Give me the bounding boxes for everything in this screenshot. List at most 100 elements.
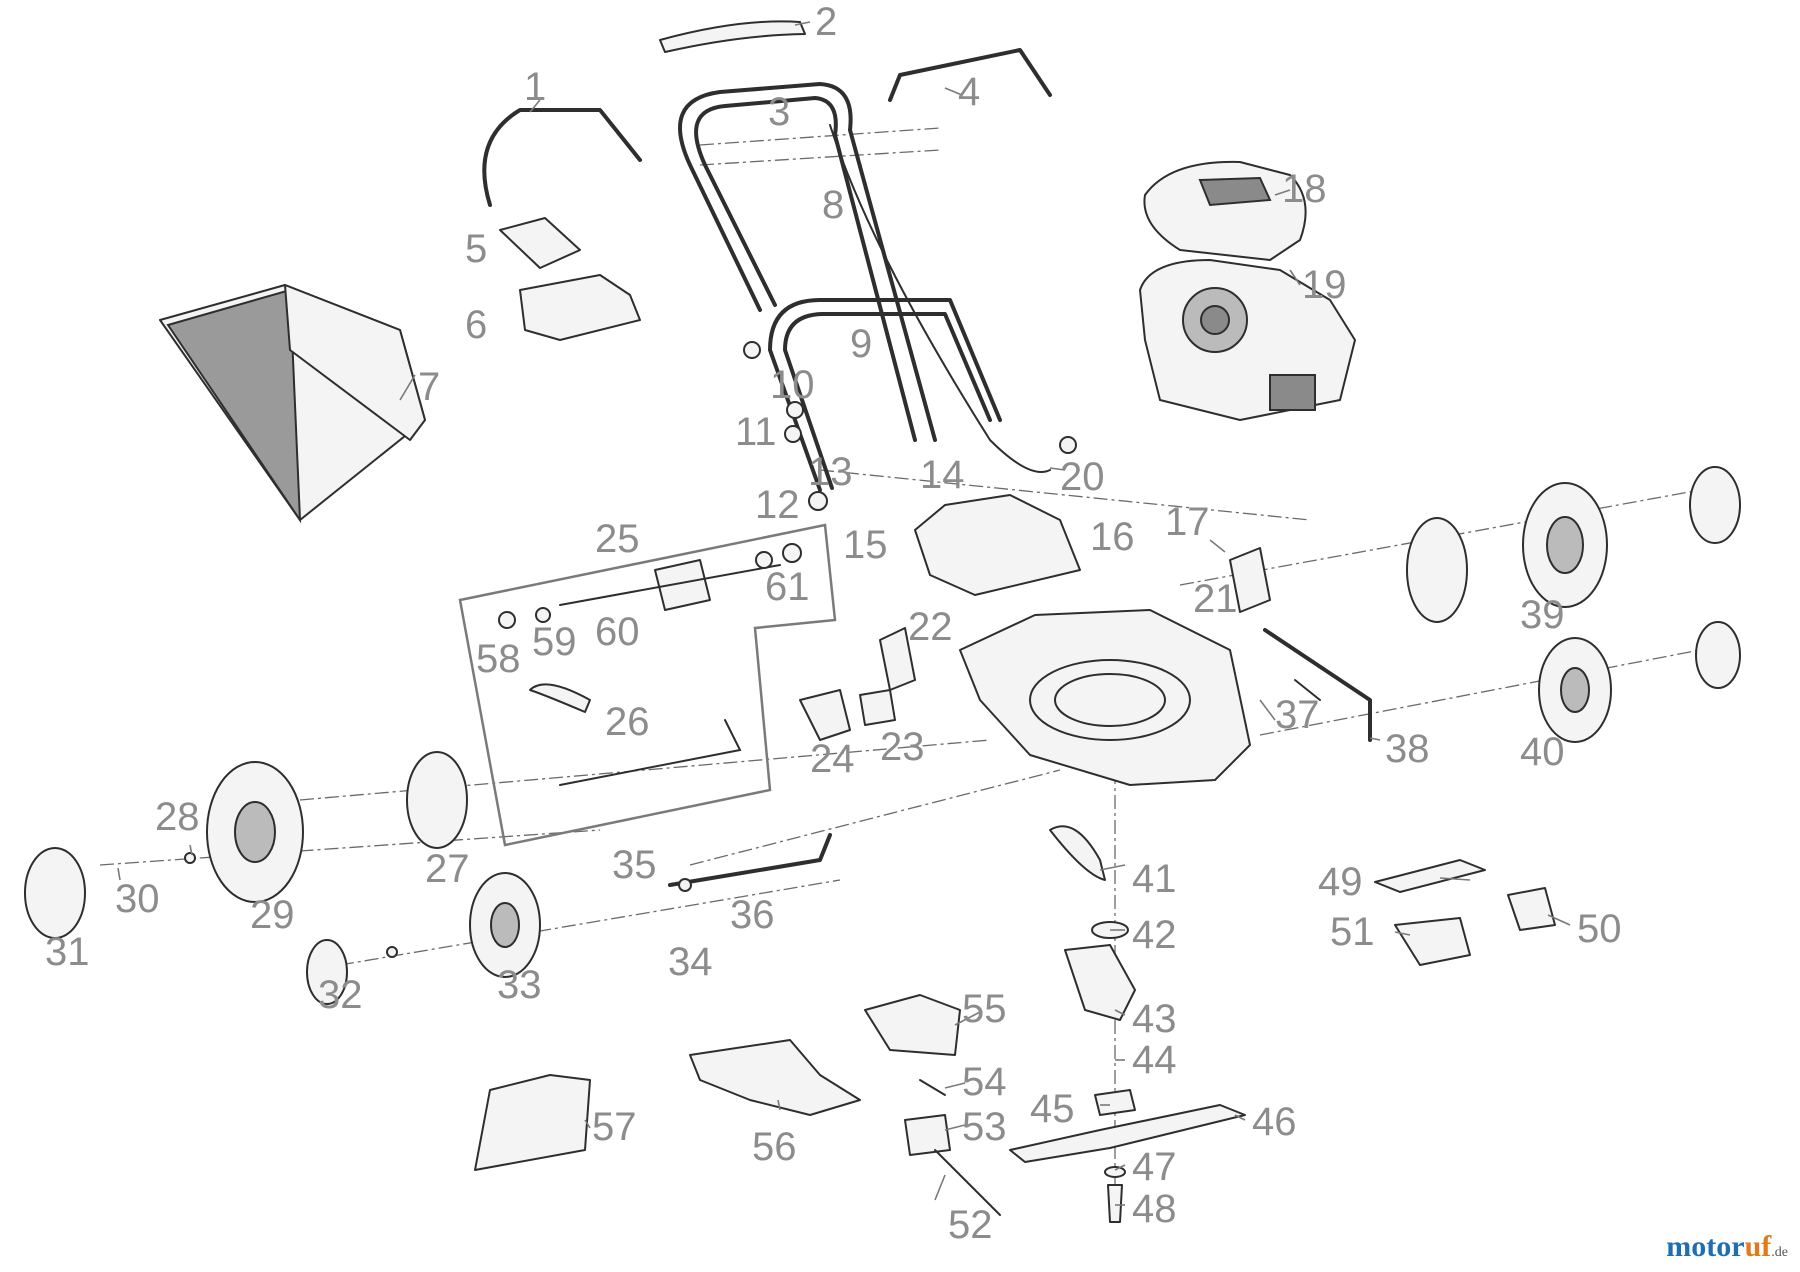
- callout-52: 52: [948, 1203, 993, 1247]
- part-3-handle-bar: [678, 82, 937, 442]
- callout-18: 18: [1282, 167, 1327, 211]
- part-38-axle-lever: [1263, 628, 1372, 742]
- part-26-drive-lever: [529, 683, 591, 713]
- callout-28: 28: [155, 795, 200, 839]
- callout-42: 42: [1132, 913, 1177, 957]
- callout-13: 13: [808, 450, 853, 494]
- callout-41: 41: [1132, 857, 1177, 901]
- part-1-upper-handle: [482, 108, 642, 207]
- callout-15: 15: [843, 523, 888, 567]
- part-8-cable: [829, 124, 1051, 473]
- part-15-rear-flap: [914, 494, 1081, 596]
- callout-19: 19: [1302, 263, 1347, 307]
- mower-deck: [959, 609, 1251, 786]
- callout-9: 9: [850, 322, 872, 366]
- part-48-bolt: [1107, 1184, 1123, 1223]
- part-6-switch-box: [519, 274, 641, 341]
- part-19-engine: [1139, 259, 1356, 421]
- part-60-shaft: [559, 564, 781, 606]
- part-lower-handle-inner: [783, 312, 992, 490]
- callout-61: 61: [765, 565, 810, 609]
- hardware: [184, 341, 1077, 958]
- part-57-chute-insert: [474, 1074, 591, 1171]
- callout-10: 10: [770, 363, 815, 407]
- callout-11: 11: [735, 410, 777, 454]
- callout-60: 60: [595, 610, 640, 654]
- callout-6: 6: [465, 303, 487, 347]
- callout-43: 43: [1132, 997, 1177, 1041]
- part-52-rod: [934, 1149, 1001, 1216]
- brand-name-a: motor: [1666, 1230, 1745, 1263]
- callout-23: 23: [880, 725, 925, 769]
- callout-8: 8: [822, 183, 844, 227]
- callout-44: 44: [1132, 1038, 1177, 1082]
- callout-14: 14: [920, 453, 965, 497]
- callout-58: 58: [476, 637, 521, 681]
- callout-45: 45: [1030, 1087, 1075, 1131]
- callout-27: 27: [425, 847, 470, 891]
- part-36-front-axle: [668, 833, 832, 887]
- part-45-adapter: [1094, 1089, 1136, 1116]
- callout-5: 5: [465, 227, 487, 271]
- callout-56: 56: [752, 1125, 797, 1169]
- callout-51: 51: [1330, 910, 1375, 954]
- part-47-washer: [1104, 1166, 1126, 1178]
- part-50-side-cover: [1507, 887, 1556, 931]
- callout-46: 46: [1252, 1100, 1297, 1144]
- callout-22: 22: [908, 605, 953, 649]
- part-55-chute-flap: [864, 994, 961, 1056]
- part-49-mulch-plug: [1374, 859, 1486, 893]
- part-22-height-adjuster: [879, 627, 916, 691]
- callout-16: 16: [1090, 515, 1135, 559]
- part-21-height-adjuster: [1229, 547, 1271, 613]
- part-37-spring: [1294, 679, 1321, 701]
- brand-name-b: uf: [1744, 1230, 1772, 1263]
- part-number-callouts: 1 2 3 4 5 6 7 8 9 10 11 12 13 14 15 16 1…: [45, 0, 1622, 1247]
- part-3-handle-bar-inner: [694, 96, 917, 442]
- part-25-gearbox: [654, 559, 711, 611]
- callout-39: 39: [1520, 593, 1565, 637]
- subassembly-frame: [458, 523, 837, 847]
- part-41-belt: [1049, 825, 1106, 881]
- part-23-plate: [859, 689, 896, 726]
- part-5-cover: [499, 217, 581, 269]
- brand-logo: motoruf.de: [1666, 1230, 1788, 1264]
- callout-53: 53: [962, 1105, 1007, 1149]
- part-26-drive-rod: [559, 719, 742, 786]
- callout-54: 54: [962, 1060, 1007, 1104]
- callout-50: 50: [1577, 907, 1622, 951]
- part-56-side-chute: [689, 1039, 861, 1116]
- part-24-plate: [799, 689, 851, 741]
- callout-21: 21: [1193, 577, 1238, 621]
- callout-49: 49: [1318, 860, 1363, 904]
- callout-4: 4: [958, 70, 980, 114]
- part-51-side-cover: [1394, 917, 1471, 966]
- callout-25: 25: [595, 517, 640, 561]
- callout-32: 32: [318, 973, 363, 1017]
- callout-26: 26: [605, 700, 650, 744]
- rear-wheels: [1406, 466, 1741, 743]
- callout-57: 57: [592, 1105, 637, 1149]
- part-18-engine-cover: [1143, 160, 1307, 261]
- callout-40: 40: [1520, 730, 1565, 774]
- callout-2: 2: [815, 0, 837, 44]
- callout-12: 12: [755, 483, 800, 527]
- callout-37: 37: [1275, 693, 1320, 737]
- callout-20: 20: [1060, 455, 1105, 499]
- brand-suffix: .de: [1771, 1245, 1788, 1260]
- callout-17: 17: [1165, 500, 1210, 544]
- callout-29: 29: [250, 893, 295, 937]
- callout-3: 3: [768, 90, 790, 134]
- callout-34: 34: [668, 940, 713, 984]
- front-wheels: [24, 751, 541, 1005]
- assembly-axes: [99, 127, 1701, 1200]
- leader-lines: [117, 21, 1571, 1206]
- part-7-grass-catcher: [159, 284, 426, 524]
- part-4-brake-bar: [888, 48, 1052, 102]
- part-54-spring: [919, 1079, 946, 1096]
- callout-1: 1: [524, 65, 546, 109]
- callout-47: 47: [1132, 1145, 1177, 1189]
- callout-31: 31: [45, 930, 90, 974]
- callout-59: 59: [532, 620, 577, 664]
- callout-7: 7: [418, 365, 440, 409]
